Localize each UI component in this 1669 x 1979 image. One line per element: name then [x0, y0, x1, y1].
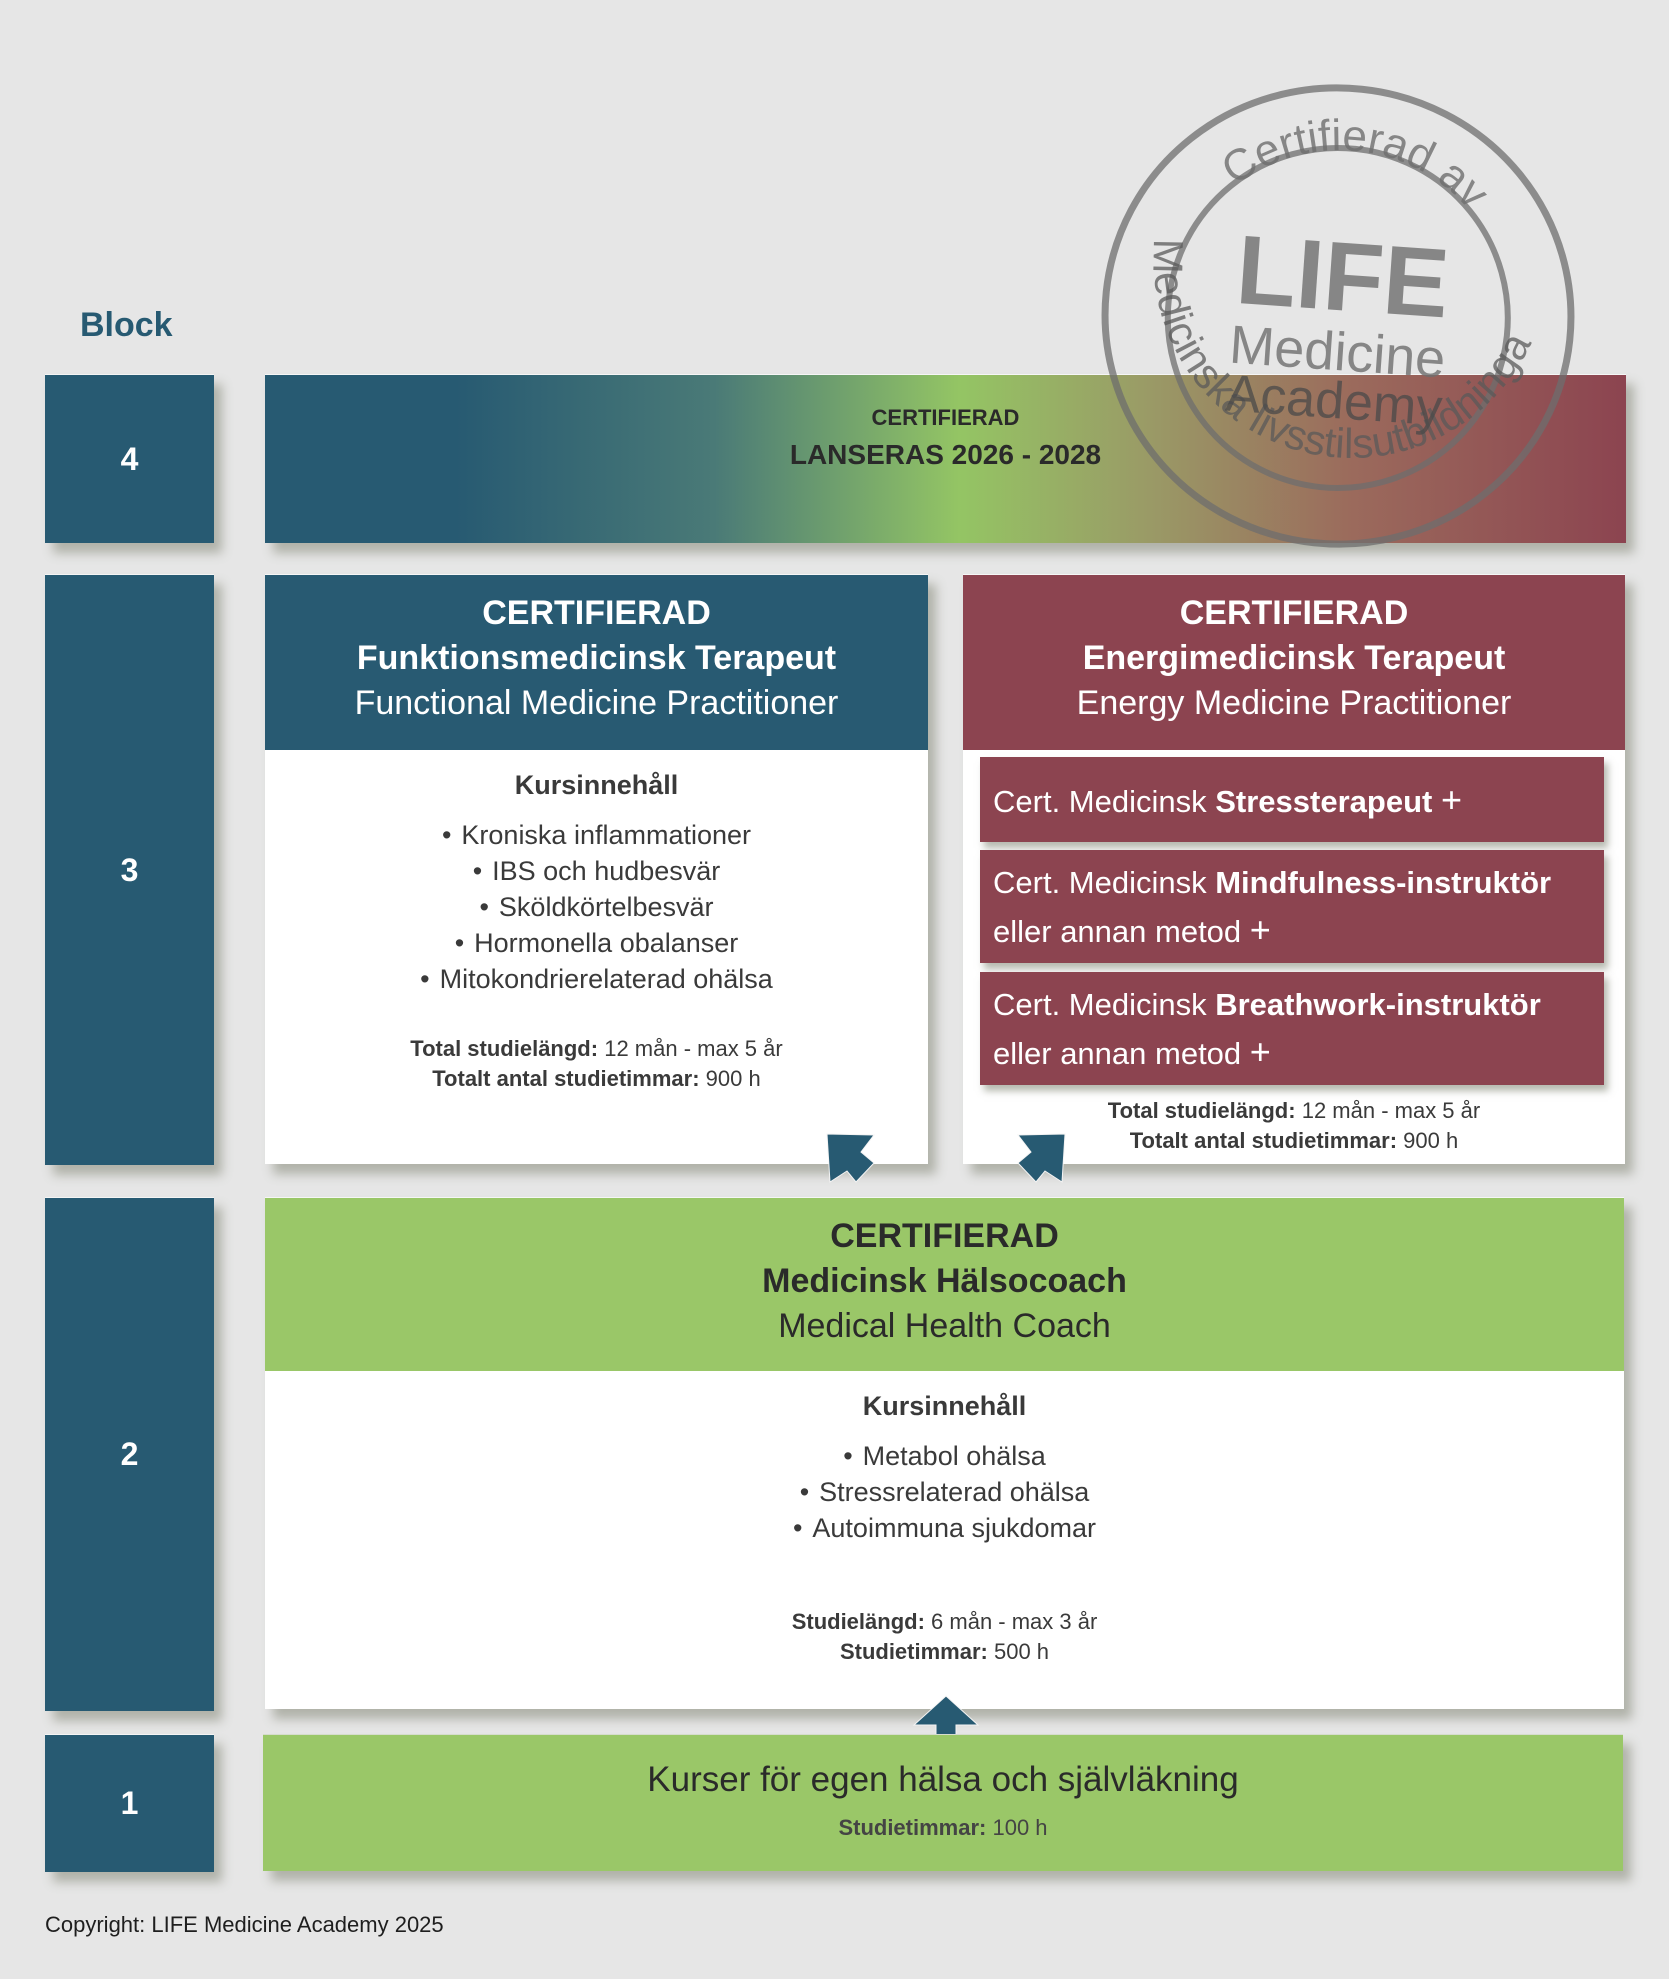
plus-icon: +: [1440, 779, 1462, 820]
subcert-mindfulness: Cert. Medicinsk Mindfulness-instruktör e…: [980, 850, 1604, 963]
arrow-up-right-icon: [1017, 1133, 1066, 1183]
health-coach-content: Kursinnehåll Metabol ohälsa Stressrelate…: [265, 1391, 1624, 1546]
health-coach-card: CERTIFIERAD Medicinsk Hälsocoach Medical…: [265, 1197, 1624, 1709]
study-length: Total studielängd: 12 mån - max 5 år: [1107, 1098, 1481, 1123]
subcert-breathwork: Cert. Medicinsk Breathwork-instruktör el…: [980, 972, 1604, 1085]
study-length: Studielängd: 6 mån - max 3 år: [791, 1609, 1098, 1634]
stamp-logo-life: LIFE: [1233, 214, 1452, 339]
list-item: IBS och hudbesvär: [265, 853, 928, 889]
block-number-4: 4: [45, 374, 214, 543]
block1-title: Kurser för egen hälsa och självläkning: [647, 1760, 1239, 1799]
list-item: Stressrelaterad ohälsa: [265, 1474, 1624, 1510]
block-number-2: 2: [45, 1197, 214, 1711]
study-hours: Totalt antal studietimmar: 900 h: [432, 1066, 761, 1091]
block1-study-hours: Studietimmar: 100 h: [838, 1815, 1048, 1840]
subcert-stressterapeut: Cert. Medicinsk Stressterapeut +: [980, 757, 1604, 842]
course-content-list: Metabol ohälsa Stressrelaterad ohälsa Au…: [265, 1438, 1624, 1546]
study-hours: Studietimmar: 500 h: [839, 1639, 1050, 1664]
plus-icon: +: [1249, 1031, 1271, 1072]
course-content-heading: Kursinnehåll: [862, 1391, 1027, 1421]
list-item: Metabol ohälsa: [265, 1438, 1624, 1474]
energy-medicine-title-sv: Energimedicinsk Terapeut: [1082, 639, 1506, 677]
list-item: Kroniska inflammationer: [265, 817, 928, 853]
course-content-list: Kroniska inflammationer IBS och hudbesvä…: [265, 817, 928, 997]
functional-medicine-title-sv: Funktionsmedicinsk Terapeut: [356, 639, 837, 677]
health-coach-header: CERTIFIERAD Medicinsk Hälsocoach Medical…: [265, 1197, 1624, 1371]
functional-medicine-title-en: Functional Medicine Practitioner: [354, 684, 839, 722]
health-coach-title-sv: Medicinsk Hälsocoach: [762, 1262, 1127, 1300]
energy-medicine-header: CERTIFIERAD Energimedicinsk Terapeut Ene…: [963, 574, 1625, 750]
arrow-up-left-icon: [826, 1133, 875, 1183]
functional-medicine-certified: CERTIFIERAD: [482, 594, 711, 632]
functional-medicine-content: Kursinnehåll Kroniska inflammationer IBS…: [265, 770, 928, 997]
list-item: Hormonella obalanser: [265, 925, 928, 961]
study-length: Total studielängd: 12 mån - max 5 år: [410, 1036, 783, 1061]
block-column-heading: Block: [80, 306, 173, 344]
list-item: Autoimmuna sjukdomar: [265, 1510, 1624, 1546]
energy-medicine-certified: CERTIFIERAD: [1179, 594, 1409, 632]
list-item: Sköldkörtelbesvär: [265, 889, 928, 925]
block-number-1: 1: [45, 1734, 214, 1872]
energy-medicine-title-en: Energy Medicine Practitioner: [1076, 684, 1512, 722]
course-content-heading: Kursinnehåll: [514, 770, 679, 800]
plus-icon: +: [1249, 909, 1271, 950]
study-hours: Totalt antal studietimmar: 900 h: [1129, 1128, 1459, 1153]
functional-medicine-stats: Total studielängd: 12 mån - max 5 år Tot…: [265, 1034, 928, 1094]
health-coach-title-en: Medical Health Coach: [778, 1307, 1111, 1345]
copyright-text: Copyright: LIFE Medicine Academy 2025: [45, 1912, 444, 1937]
block4-certified-bar: CERTIFIERAD LANSERAS 2026 - 2028: [265, 374, 1626, 543]
functional-medicine-header: CERTIFIERAD Funktionsmedicinsk Terapeut …: [265, 574, 928, 750]
block1-self-care-bar: Kurser för egen hälsa och självläkning S…: [263, 1734, 1623, 1871]
block4-launch-label: LANSERAS 2026 - 2028: [789, 439, 1102, 470]
list-item: Mitokondrierelaterad ohälsa: [265, 961, 928, 997]
stamp-top-text: Certifierad av: [1209, 97, 1504, 221]
energy-medicine-stats: Total studielängd: 12 mån - max 5 år Tot…: [963, 1096, 1625, 1156]
health-coach-stats: Studielängd: 6 mån - max 3 år Studietimm…: [265, 1607, 1624, 1667]
block-number-3: 3: [45, 574, 214, 1165]
functional-medicine-card: CERTIFIERAD Funktionsmedicinsk Terapeut …: [265, 574, 928, 1164]
health-coach-certified: CERTIFIERAD: [830, 1217, 1059, 1255]
block4-certified-label: CERTIFIERAD: [871, 405, 1020, 430]
energy-medicine-card: CERTIFIERAD Energimedicinsk Terapeut Ene…: [963, 574, 1625, 1164]
